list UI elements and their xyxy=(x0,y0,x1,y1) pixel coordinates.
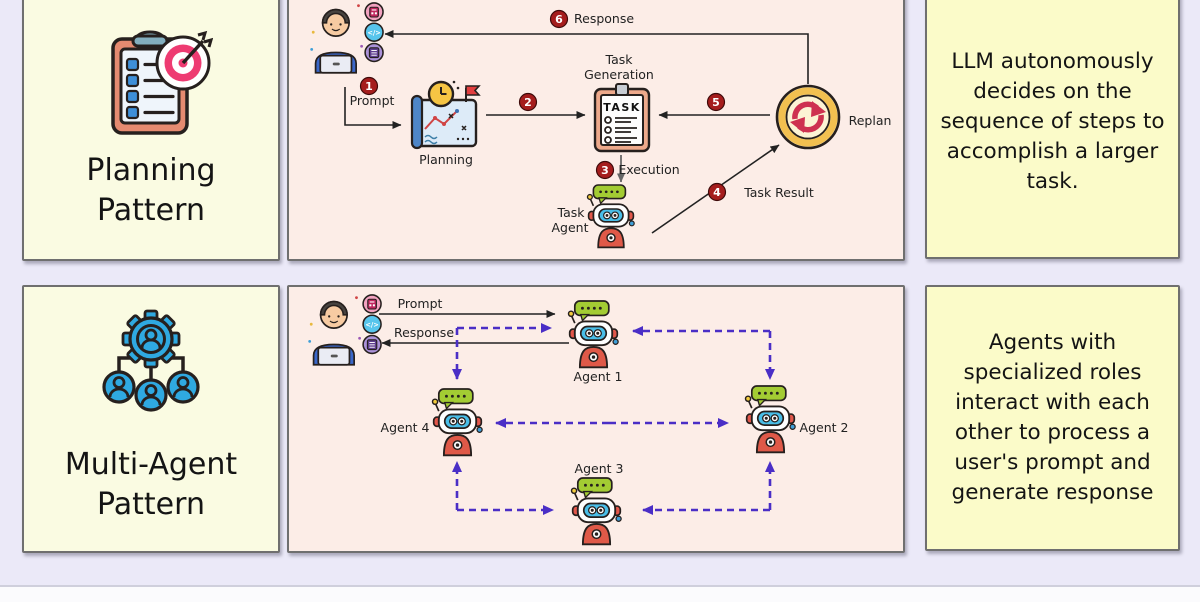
team-gear-icon xyxy=(87,303,215,425)
response-label: Response xyxy=(394,325,454,340)
response-arrow xyxy=(384,30,809,84)
gear-leader-icon xyxy=(121,309,181,369)
multi-agent-diagram-panel: Prompt Response Agent 1 Agent 2 Agent 3 … xyxy=(287,285,905,553)
agent-member-icons xyxy=(102,370,200,412)
planning-pattern-title: Planning Pattern xyxy=(86,153,216,228)
svg-text:6: 6 xyxy=(555,13,563,26)
badge-3: 3 Execution xyxy=(595,160,680,180)
svg-text:5: 5 xyxy=(712,96,720,109)
planning-clipboard-target-icon xyxy=(89,27,214,145)
footer-strip xyxy=(0,585,1200,602)
planning-description: LLM autonomously decides on the sequence… xyxy=(940,48,1165,195)
badge-6: 6 Response xyxy=(549,9,634,29)
svg-text:3: 3 xyxy=(601,164,609,177)
svg-text:1: 1 xyxy=(365,80,373,93)
task-generation-icon: TASK xyxy=(593,83,651,153)
multi-agent-description: Agents with specialized roles interact w… xyxy=(951,329,1154,506)
replan-node-label: Replan xyxy=(849,113,892,128)
replan-icon xyxy=(775,84,841,150)
multi-agent-title: Multi-Agent Pattern xyxy=(64,447,238,522)
svg-text:4: 4 xyxy=(713,186,721,199)
agent-2-label: Agent 2 xyxy=(800,420,849,435)
badge-5: 5 xyxy=(706,92,726,112)
badge-2: 2 xyxy=(518,92,538,112)
badge-4: 4 Task Result xyxy=(707,182,814,202)
planning-description-panel: LLM autonomously decides on the sequence… xyxy=(925,0,1180,259)
planning-node-label: Planning xyxy=(419,152,473,167)
task-doc-text: TASK xyxy=(603,101,641,114)
agent-1-label: Agent 1 xyxy=(574,369,623,384)
multi-agent-title-panel: Multi-Agent Pattern xyxy=(22,285,280,553)
agent-3-label: Agent 3 xyxy=(575,461,624,476)
task-generation-label-2: Generation xyxy=(584,67,654,82)
execution-label: Execution xyxy=(618,162,679,177)
planning-pattern-title-panel: Planning Pattern xyxy=(22,0,280,261)
prompt-label: Prompt xyxy=(398,296,443,311)
task-agent-label-1: Task xyxy=(557,205,586,220)
target-dart-icon xyxy=(155,30,214,91)
prompt-arrow xyxy=(344,87,402,129)
task-agent-label-2: Agent xyxy=(552,220,589,235)
badge-1: 1 Prompt xyxy=(350,76,395,108)
svg-text:2: 2 xyxy=(524,96,532,109)
task-generation-label-1: Task xyxy=(605,52,634,67)
multi-agent-description-panel: Agents with specialized roles interact w… xyxy=(925,285,1180,551)
agent-2-robot xyxy=(744,385,797,454)
agent-3-robot xyxy=(570,477,623,546)
response-label: Response xyxy=(574,11,634,26)
planning-pattern-diagram-panel: Planning TASK Task Generation Replan xyxy=(287,0,905,261)
agent-4-label: Agent 4 xyxy=(381,420,430,435)
agent-4-robot xyxy=(431,388,484,457)
planning-map-icon xyxy=(410,80,481,150)
task-result-label: Task Result xyxy=(743,185,814,200)
agent-connectors xyxy=(452,323,775,515)
prompt-label: Prompt xyxy=(350,93,395,108)
agent-1-robot xyxy=(567,300,620,369)
